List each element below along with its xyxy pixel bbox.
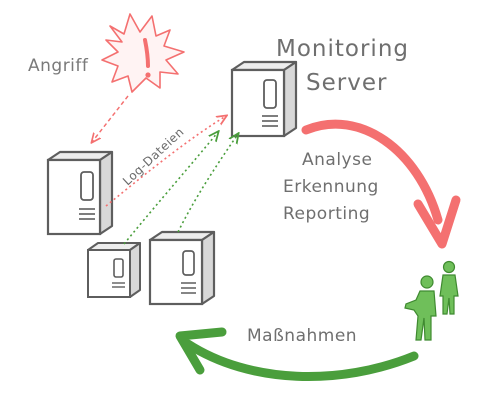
- analysis-arrowhead: [413, 195, 461, 249]
- analysis-arrow: [301, 119, 443, 225]
- analysis-step-2: Erkennung: [283, 177, 379, 197]
- attack-arrow: [92, 95, 129, 142]
- analysis-step-3: Reporting: [283, 204, 371, 224]
- attack-explosion-icon: [101, 13, 185, 93]
- attacked-server-icon: [46, 150, 114, 236]
- measures-arrow: [183, 339, 419, 381]
- admin-person-2-icon: [439, 260, 459, 315]
- log-arrow-server-2: [177, 134, 238, 233]
- attacked-log-arrow: [105, 116, 226, 207]
- measures-arrowhead: [175, 327, 227, 375]
- server-small-2-icon: [148, 230, 216, 306]
- log-arrow-server-1: [123, 132, 218, 245]
- monitoring-server-title: Monitoring: [276, 36, 409, 62]
- monitoring-server-icon: [230, 60, 298, 138]
- admin-person-1-icon: [404, 275, 437, 341]
- measures-label: Maßnahmen: [247, 326, 358, 346]
- analysis-step-1: Analyse: [302, 150, 373, 170]
- server-small-1-icon: [87, 242, 141, 298]
- monitoring-server-subtitle: Server: [306, 70, 388, 96]
- attack-label: Angriff: [28, 56, 89, 76]
